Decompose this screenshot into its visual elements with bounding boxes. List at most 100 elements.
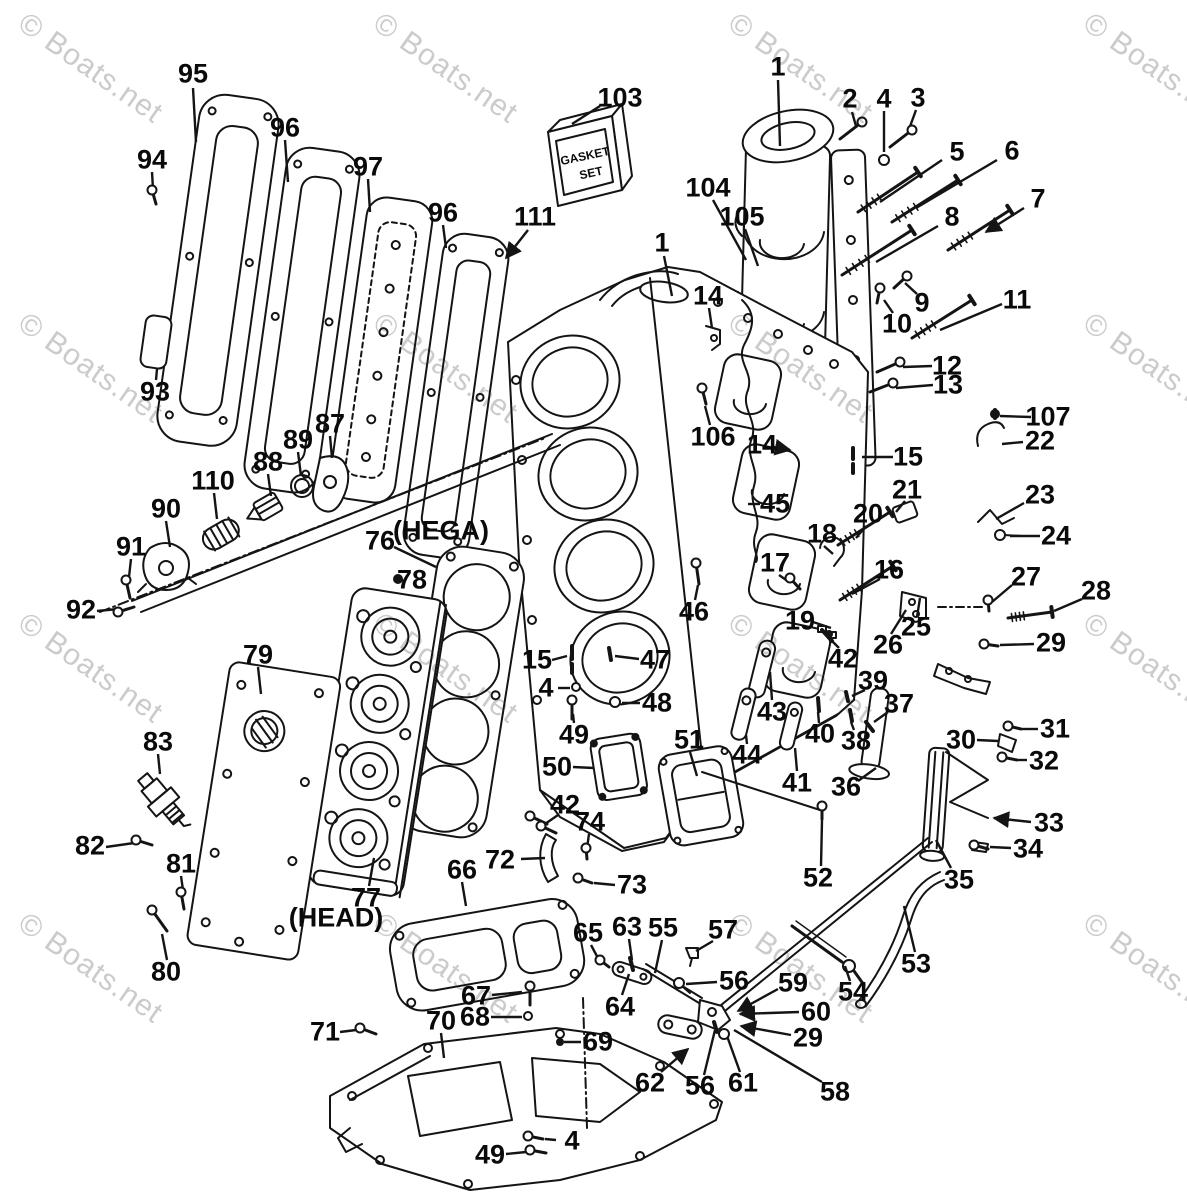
plug-88 [246,491,284,522]
elbow-23 [977,509,1015,525]
bolt-fastener-head [690,557,702,569]
leader-52 [819,819,824,867]
leader-11 [939,302,1003,332]
exhaust-plate-97 [328,196,434,504]
pin-fastener [816,696,821,713]
stud-fastener-thread [845,266,852,276]
small-fastener-dot [990,409,1000,419]
leader-50 [572,765,595,770]
stud-fastener [838,564,895,602]
bolt-fastener-head [354,1022,366,1034]
leader-88 [266,473,273,497]
stud-fastener-thread [876,193,883,202]
bolt-fastener-head [856,116,868,128]
leader-29 [999,642,1035,647]
leader-106 [703,405,712,426]
stud-fastener-thread [912,202,919,212]
leader-10 [883,299,894,314]
leader-19 [812,620,832,630]
leader-30 [976,738,999,743]
clip-56 [673,977,691,994]
leader-76 [393,545,437,569]
leader-14 [773,438,792,456]
leader-103 [571,104,601,126]
leader-64 [620,973,631,996]
fastener-glyphs [112,116,1055,1156]
leader-79 [256,666,263,695]
stud-fastener-nut [907,223,917,237]
stud-fastener-thread [839,537,846,547]
stud-fastener-nut [1005,203,1015,217]
bolt-fastener-head [535,820,547,832]
leader-34 [989,845,1012,850]
leader-46 [693,584,700,601]
washer [571,682,581,692]
stud-fastener [840,228,914,277]
stud-fastener-thread [930,320,937,329]
bolt-fastener-head [1002,720,1014,732]
stud-fastener-thread [860,204,867,213]
leader-104 [711,199,748,261]
cover-to-screw-line [701,771,821,811]
water-tube-53 [855,871,945,1009]
leader-1 [776,79,782,147]
bolt-fastener-head [524,1144,536,1156]
leader-15 [551,654,568,662]
leader-22 [1001,440,1024,446]
leader-89 [296,451,303,477]
leader-111 [504,229,529,260]
bolt-fastener-head [120,574,132,586]
stud-fastener-thread [894,214,901,223]
bolt-fastener-head [906,124,918,136]
spring-110 [201,516,241,552]
leader-67 [491,990,523,997]
leader-83 [156,753,162,775]
leader-90 [164,520,172,548]
bolt-fastener-head [522,1130,534,1142]
leader-39 [851,688,866,698]
stud-fastener-nut [888,559,898,573]
stud-fastener-thread [851,586,858,595]
stud-fastener-thread [967,231,974,240]
leader-91 [127,558,133,578]
bolt-fastener-head [524,810,536,822]
stud-fastener-thread [853,528,860,538]
leader-33 [992,811,1032,828]
cylinder-block-1 [507,266,869,852]
leader-72 [520,856,546,861]
cylinder-bores [519,334,671,706]
pin-fastener [712,1020,719,1034]
leader-38 [849,721,856,731]
spark-plug-83 [137,772,192,828]
pin-fastener [844,690,850,703]
leader-1 [662,255,674,297]
washer [523,1011,533,1021]
stud-fastener-thread [864,254,871,263]
leader-59 [736,987,779,1013]
throttle-cam [697,999,731,1031]
clamp-18 [819,536,845,567]
leader-27 [991,584,1013,603]
leader-8 [875,224,939,264]
leader-35 [934,839,953,869]
leader-51 [688,751,699,777]
leader-82 [105,841,135,849]
stud-fastener [856,170,920,214]
small-fastener-dot [556,1038,564,1046]
leader-7 [984,206,1025,234]
leader-18 [823,545,834,555]
stud-fastener-thread [857,258,864,268]
bolt-fastener-head [816,800,828,812]
leader-63 [627,938,634,961]
stud-fastener-nut [1049,605,1055,619]
leader-96 [441,224,448,249]
exhaust-outer-gasket-95 [156,93,280,447]
leader-71 [339,1028,357,1034]
bolt-fastener-head [594,954,606,966]
leader-61 [725,1035,742,1073]
leader-2 [850,111,858,127]
stud-fastener-thread [841,592,848,602]
stud-fastener-thread [1018,611,1022,622]
leader-54 [843,965,852,982]
seal-pad-93 [139,314,173,370]
